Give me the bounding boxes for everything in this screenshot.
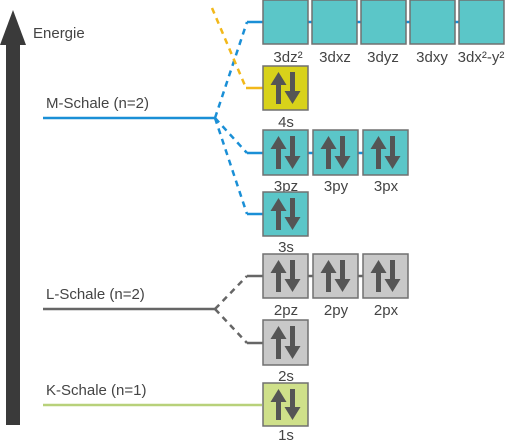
electron-spin-up-icon: [320, 260, 337, 292]
m-connector-3p: [214, 117, 248, 154]
l-connector-2s: [214, 308, 248, 344]
orbital-box: [458, 0, 505, 45]
orbital-label: 2pz: [274, 302, 298, 319]
orbital-box: [362, 253, 409, 299]
orbital-label: 2py: [324, 302, 349, 319]
orbital-box: [262, 191, 309, 237]
orbital-2s: 2s: [262, 319, 309, 385]
orbital-box: [262, 253, 309, 299]
electron-spin-up-icon: [270, 326, 287, 359]
energy-axis-shaft: [6, 40, 20, 425]
orbital-box: [312, 129, 359, 176]
electron-spin-down-icon: [284, 136, 301, 169]
orbital-box: [262, 0, 309, 45]
orbital-box: [262, 319, 309, 366]
electron-spin-down-icon: [334, 260, 351, 292]
orbital-3pz: 3pz: [262, 129, 309, 195]
m-connector-3s: [213, 117, 249, 215]
orbital-3py: 3py: [312, 129, 359, 195]
electron-spin-down-icon: [284, 326, 301, 359]
energy-axis: Energie: [0, 10, 85, 425]
orbital-label: 2px: [374, 302, 399, 319]
orbital-box: [362, 129, 409, 176]
orbital-boxes: 3dz² 3dxz 3dyz 3dxy 3dx²-y² 4s 3pz 3py 3px 3s 2pz 2…: [262, 0, 505, 442]
electron-spin-down-icon: [284, 260, 301, 292]
electron-spin-up-icon: [270, 136, 287, 169]
electron-spin-down-icon: [284, 389, 301, 420]
orbital-box: [262, 65, 309, 111]
orbital-label: 3dx²-y²: [458, 49, 505, 66]
n-shell-connectors: [210, 7, 263, 90]
orbital-label: 3pz: [274, 178, 298, 195]
electron-spin-up-icon: [370, 260, 387, 292]
electron-spin-up-icon: [270, 72, 287, 104]
orbital-3dz2: 3dz²: [262, 0, 309, 66]
m-shell-label: M-Schale (n=2): [46, 95, 149, 112]
orbital-label: 3dz²: [273, 49, 302, 66]
orbital-label: 4s: [278, 114, 294, 131]
orbital-3px: 3px: [362, 129, 409, 195]
l-shell-label: L-Schale (n=2): [46, 286, 145, 303]
orbital-label: 3px: [374, 178, 399, 195]
orbital-3dx2y2: 3dx²-y²: [458, 0, 505, 66]
orbital-label: 2s: [278, 368, 294, 385]
electron-spin-down-icon: [284, 72, 301, 104]
energy-axis-label: Energie: [33, 25, 85, 42]
orbital-box: [360, 0, 407, 45]
electron-spin-down-icon: [384, 260, 401, 292]
electron-spin-down-icon: [384, 136, 401, 169]
l-connector-2p: [214, 275, 248, 310]
orbital-box: [262, 129, 309, 176]
orbital-3dxy: 3dxy: [409, 0, 456, 66]
n-connector-top: [210, 7, 248, 89]
electron-spin-down-icon: [284, 198, 301, 230]
orbital-box: [262, 382, 309, 427]
electron-spin-up-icon: [270, 260, 287, 292]
k-shell-label: K-Schale (n=1): [46, 382, 146, 399]
orbital-label: 3dyz: [367, 49, 399, 66]
orbital-1s: 1s: [262, 382, 309, 442]
electron-spin-up-icon: [370, 136, 387, 169]
orbital-box: [311, 0, 358, 45]
orbital-label: 3dxy: [416, 49, 448, 66]
orbital-label: 3dxz: [319, 49, 351, 66]
orbital-3dyz: 3dyz: [360, 0, 407, 66]
orbital-label: 3py: [324, 178, 349, 195]
orbital-3dxz: 3dxz: [311, 0, 358, 66]
orbital-2px: 2px: [362, 253, 409, 319]
electron-spin-down-icon: [334, 136, 351, 169]
energy-axis-arrowhead: [0, 10, 26, 45]
orbital-label: 3s: [278, 239, 294, 256]
electron-spin-up-icon: [270, 198, 287, 230]
l-shell-connectors: [214, 274, 363, 345]
orbital-3s: 3s: [262, 191, 309, 256]
m-connector-3d: [213, 21, 249, 119]
orbital-2pz: 2pz: [262, 253, 309, 319]
orbital-box: [409, 0, 456, 45]
electron-spin-up-icon: [270, 389, 287, 420]
orbital-2py: 2py: [312, 253, 359, 319]
orbital-4s: 4s: [262, 65, 309, 131]
orbital-box: [312, 253, 359, 299]
orbital-label: 1s: [278, 427, 294, 442]
shell-lines: [43, 116, 262, 407]
electron-spin-up-icon: [320, 136, 337, 169]
